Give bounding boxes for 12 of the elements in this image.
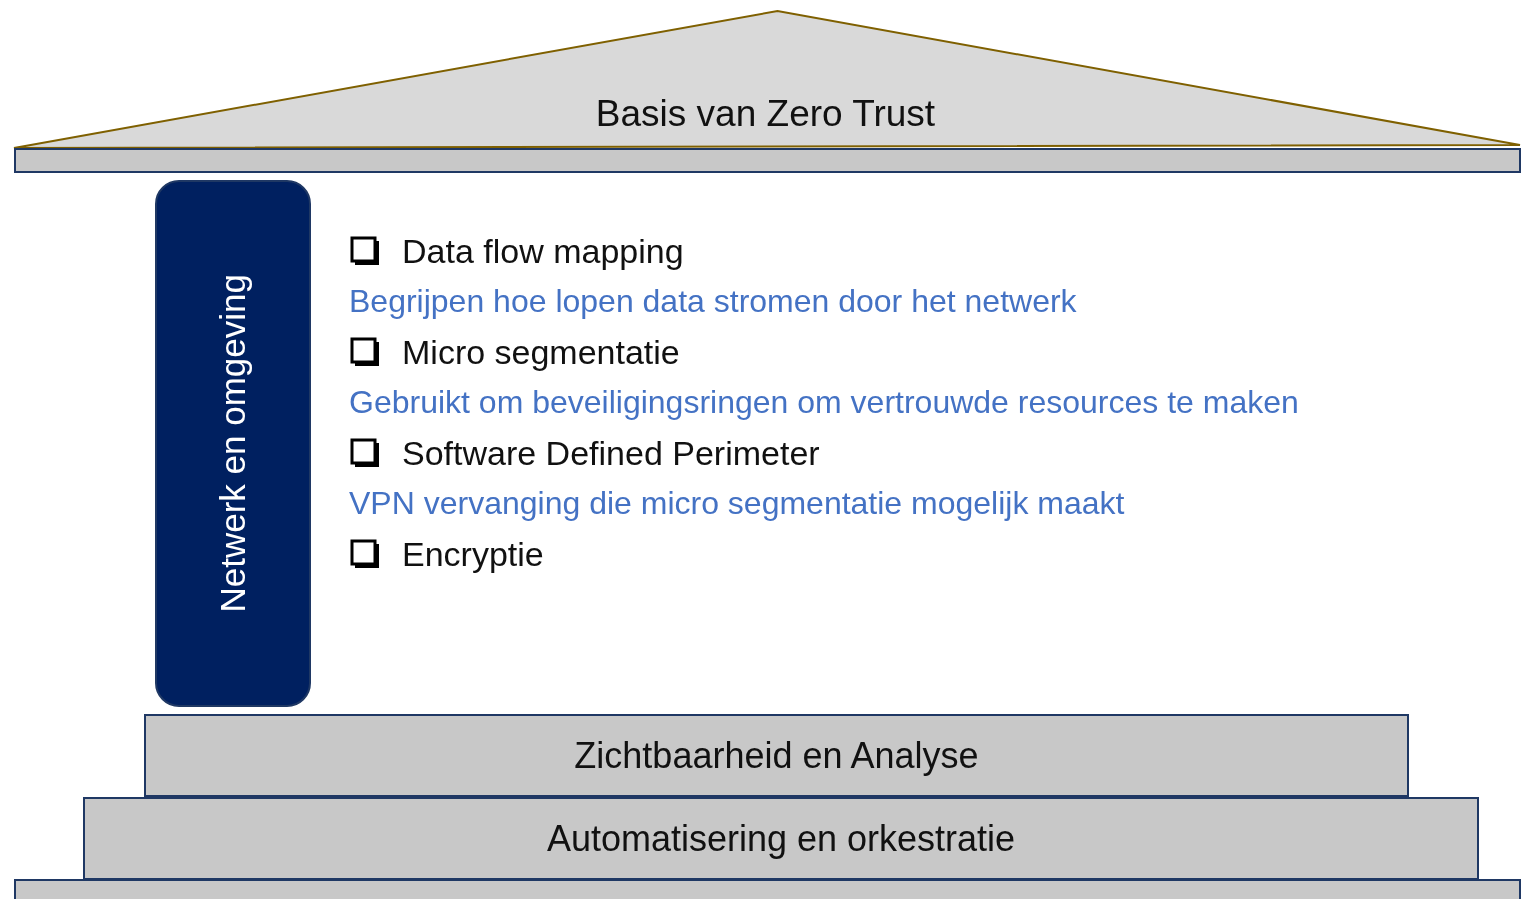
list-item: Encryptie bbox=[402, 535, 544, 574]
description-text: Begrijpen hoe lopen data stromen door het netwerk bbox=[349, 282, 1077, 320]
list-item: Micro segmentatie bbox=[402, 333, 680, 372]
list-item: Data flow mapping bbox=[402, 232, 684, 271]
step-block: Zichtbaarheid en Analyse bbox=[144, 714, 1409, 797]
description-text: VPN vervanging die micro segmentatie mogelijk maakt bbox=[349, 484, 1125, 522]
step-block: Automatisering en orkestratie bbox=[83, 797, 1479, 880]
roof-beam bbox=[14, 148, 1521, 173]
roof-title: Basis van Zero Trust bbox=[594, 93, 937, 135]
list-item: Software Defined Perimeter bbox=[402, 434, 820, 473]
description-text: Gebruikt om beveiligingsringen om vertrouwde resources te maken bbox=[349, 383, 1299, 421]
pillar: Netwerk en omgeving bbox=[155, 180, 311, 707]
